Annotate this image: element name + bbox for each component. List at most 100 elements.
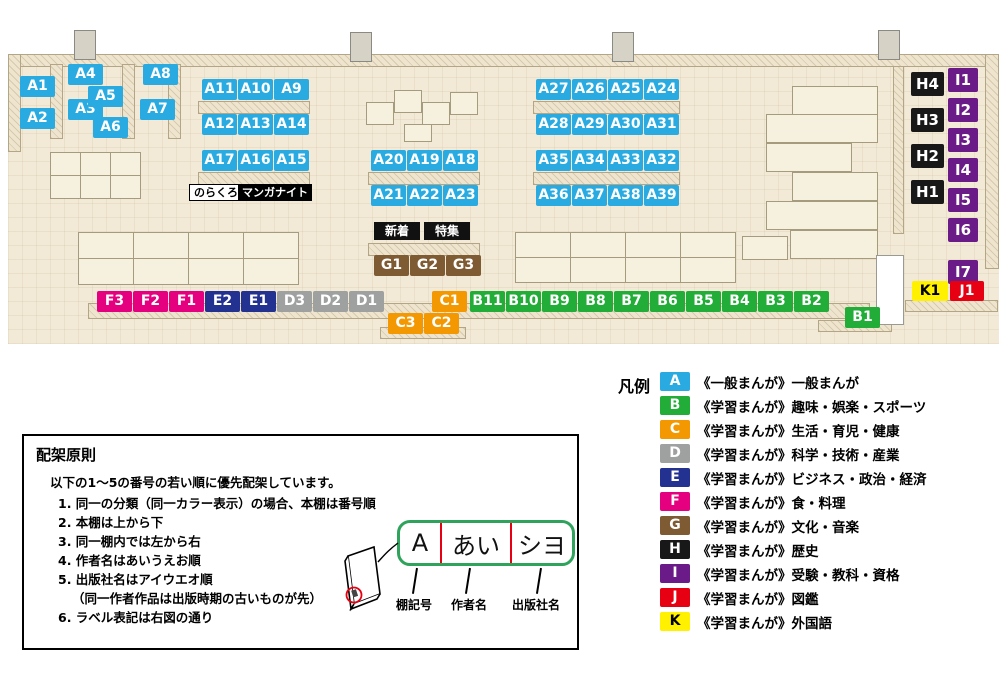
shelf-label-c3: C3 xyxy=(388,313,423,334)
shelf-label-i7: I7 xyxy=(948,260,978,284)
table-block xyxy=(110,175,141,199)
shelf-label-b11: B11 xyxy=(470,291,505,312)
shelf-label-b3: B3 xyxy=(758,291,793,312)
table-block xyxy=(766,114,878,143)
pillar xyxy=(350,32,372,62)
shelf-label-c2: C2 xyxy=(424,313,459,334)
bookshelf-kj xyxy=(905,300,998,312)
legend-title: 凡例 xyxy=(618,377,651,396)
shelf-label-b8: B8 xyxy=(578,291,613,312)
legend-items: A 《一般まんが》一般まんが B 《学習まんが》趣味・娯楽・スポーツ C 《学習… xyxy=(660,372,927,636)
legend-badge-k: K xyxy=(660,612,691,631)
bookshelf xyxy=(893,66,904,234)
legend-item: F 《学習まんが》食・料理 xyxy=(660,492,927,512)
shelf-label-i4: I4 xyxy=(948,158,978,182)
wall-top xyxy=(8,54,999,67)
shelf-label-a1: A1 xyxy=(20,76,55,97)
legend-item: E 《学習まんが》ビジネス・政治・経済 xyxy=(660,468,927,488)
bookshelf xyxy=(533,101,680,114)
pillar xyxy=(74,30,96,60)
shelf-label-e1: E1 xyxy=(241,291,276,312)
shelf-label-g1: G1 xyxy=(374,255,409,276)
shelf-label-a21: A21 xyxy=(371,185,406,206)
shelf-label-a27: A27 xyxy=(536,79,571,100)
table-block xyxy=(188,232,244,259)
legend-item: A 《一般まんが》一般まんが xyxy=(660,372,927,392)
bookshelf xyxy=(198,172,310,185)
annotation-author: 作者名 xyxy=(451,598,488,612)
shelf-label-h3: H3 xyxy=(911,108,944,132)
label-example-publisher: シヨ xyxy=(510,523,572,563)
legend-badge-b: B xyxy=(660,396,691,415)
label-example: A あい シヨ xyxy=(397,520,575,566)
table-block xyxy=(243,258,299,285)
table-block xyxy=(188,258,244,285)
shelf-label-h2: H2 xyxy=(911,144,944,168)
table-block xyxy=(80,152,111,176)
shelf-label-a2: A2 xyxy=(20,108,55,129)
shelf-label-a31: A31 xyxy=(644,114,679,135)
rule-1: 1. 同一の分類（同一カラー表示）の場合、本棚は番号順 xyxy=(58,496,376,511)
table-block xyxy=(625,257,681,283)
book-icon xyxy=(344,542,399,612)
shelf-label-g3: G3 xyxy=(446,255,481,276)
legend-badge-d: D xyxy=(660,444,691,463)
shelf-label-f3: F3 xyxy=(97,291,132,312)
shelf-label-i3: I3 xyxy=(948,128,978,152)
table-block xyxy=(625,232,681,258)
shelf-label-d3: D3 xyxy=(277,291,312,312)
table-block xyxy=(80,175,111,199)
shelf-label-b5: B5 xyxy=(686,291,721,312)
shelf-label-b2: B2 xyxy=(794,291,829,312)
legend-badge-g: G xyxy=(660,516,691,535)
table-block xyxy=(78,232,134,259)
table-block xyxy=(50,175,81,199)
table-block xyxy=(742,236,788,260)
legend: 凡例 A 《一般まんが》一般まんが B 《学習まんが》趣味・娯楽・スポーツ C … xyxy=(618,372,996,636)
legend-item: G 《学習まんが》文化・音楽 xyxy=(660,516,927,536)
shelf-label-d2: D2 xyxy=(313,291,348,312)
shelf-label-a24: A24 xyxy=(644,79,679,100)
shelf-label-a14: A14 xyxy=(274,114,309,135)
legend-item: K 《学習まんが》外国語 xyxy=(660,612,927,632)
shelf-label-a32: A32 xyxy=(644,150,679,171)
shelf-label-i5: I5 xyxy=(948,188,978,212)
table-block xyxy=(110,152,141,176)
wall-right xyxy=(985,54,999,269)
rule-4: 4. 作者名はあいうえお順 xyxy=(58,553,201,568)
bookshelf xyxy=(368,243,480,256)
table-block xyxy=(450,92,478,115)
shelf-label-a11: A11 xyxy=(202,79,237,100)
bookshelf xyxy=(198,101,310,114)
shelf-label-a17: A17 xyxy=(202,150,237,171)
table-block xyxy=(680,257,736,283)
shelf-label-a6: A6 xyxy=(93,117,128,138)
shelf-label-c1: C1 xyxy=(432,291,467,312)
shelf-label-b4: B4 xyxy=(722,291,757,312)
legend-badge-i: I xyxy=(660,564,691,583)
shelf-label-a23: A23 xyxy=(443,185,478,206)
table-block xyxy=(570,232,626,258)
wall-left xyxy=(8,54,21,152)
rule-3: 3. 同一棚内では左から右 xyxy=(58,534,201,549)
shelf-label-a10: A10 xyxy=(238,79,273,100)
shelf-label-h4: H4 xyxy=(911,72,944,96)
principles-title: 配架原則 xyxy=(36,446,97,464)
principles-intro: 以下の1～5の番号の若い順に優先配架しています。 xyxy=(50,475,341,490)
shelf-label-a29: A29 xyxy=(572,114,607,135)
table-block xyxy=(404,124,432,142)
shelf-label-a26: A26 xyxy=(572,79,607,100)
leader-line xyxy=(411,567,418,594)
legend-item: C 《学習まんが》生活・育児・健康 xyxy=(660,420,927,440)
shelf-label-a25: A25 xyxy=(608,79,643,100)
shelf-label-a4: A4 xyxy=(68,64,103,85)
bookshelf xyxy=(368,172,480,185)
shelf-label-h1: H1 xyxy=(911,180,944,204)
shelf-label-e2: E2 xyxy=(205,291,240,312)
table-block xyxy=(570,257,626,283)
legend-badge-c: C xyxy=(660,420,691,439)
shelf-label-a13: A13 xyxy=(238,114,273,135)
bookshelf xyxy=(533,172,680,185)
legend-item: I 《学習まんが》受験・教科・資格 xyxy=(660,564,927,584)
rule-2: 2. 本棚は上から下 xyxy=(58,515,164,530)
